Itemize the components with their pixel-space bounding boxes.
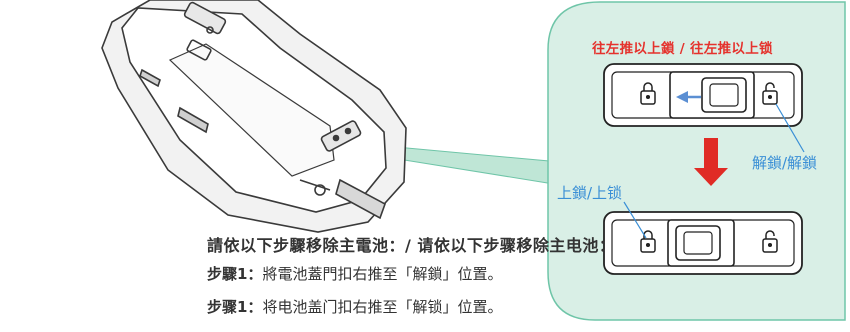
lock-open-icon — [762, 82, 778, 105]
handheld-device-back — [101, 0, 407, 233]
lock-open-icon — [762, 230, 778, 253]
step-1-traditional-prefix: 步驟1： — [207, 265, 263, 283]
arrow-down-icon — [694, 138, 728, 186]
lock-closed-icon — [640, 230, 656, 253]
instructions-heading: 請依以下步驟移除主電池：/ 请依以下步骤移除主电池： — [207, 236, 616, 255]
lock-pointer — [623, 201, 647, 239]
latch-bottom — [603, 211, 803, 275]
step-1-simplified-text: 将电池盖门扣右推至「解锁」位置。 — [262, 298, 503, 316]
step-1-simplified: 步骤1：将电池盖门扣右推至「解锁」位置。 — [207, 296, 502, 317]
latch-top — [603, 63, 803, 127]
lock-label: 上鎖/上锁 — [557, 184, 623, 202]
lock-closed-icon — [640, 82, 656, 105]
step-1-traditional: 步驟1：將電池蓋門扣右推至「解鎖」位置。 — [207, 263, 502, 284]
step-1-traditional-text: 將電池蓋門扣右推至「解鎖」位置。 — [262, 265, 503, 283]
unlock-pointer — [775, 103, 805, 153]
step-1-simplified-prefix: 步骤1： — [207, 298, 263, 316]
unlock-label: 解鎖/解鎖 — [752, 154, 818, 172]
panel-title: 往左推以上鎖 / 往左推以上锁 — [592, 41, 773, 57]
arrow-left-icon — [676, 91, 701, 103]
